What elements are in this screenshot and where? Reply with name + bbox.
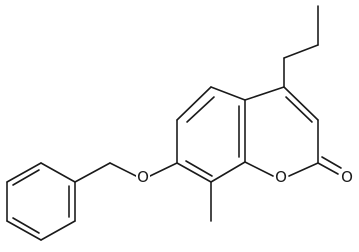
bond <box>6 162 42 183</box>
bond <box>176 86 212 121</box>
propyl-chain <box>283 5 319 88</box>
bond <box>40 220 76 241</box>
atom-label: O <box>341 168 353 186</box>
double-bond-inner <box>186 96 215 123</box>
bond <box>40 162 76 183</box>
bond <box>6 220 42 241</box>
benzyloxy-linker <box>74 162 178 183</box>
atom-label: O <box>137 168 149 186</box>
bond <box>288 162 319 177</box>
bond <box>210 86 246 101</box>
atom-ring-oxygen: O <box>274 168 288 186</box>
bond <box>149 162 178 177</box>
double-bond-inner <box>185 160 213 177</box>
bond <box>74 162 111 183</box>
atom-labels: O O O <box>136 168 354 186</box>
benzo-ring <box>176 86 246 183</box>
phenyl-ring <box>6 162 76 241</box>
atom-carbonyl-oxygen: O <box>340 168 354 186</box>
bond <box>283 86 319 121</box>
bond <box>176 162 212 183</box>
carbonyl-group <box>317 156 342 175</box>
double-bond-inner <box>12 169 40 186</box>
double-bond-inner <box>321 156 342 169</box>
atom-label: O <box>275 168 287 186</box>
bond <box>244 161 274 177</box>
pyrone-ring <box>244 86 319 177</box>
bond <box>109 162 137 177</box>
atom-ether-oxygen: O <box>136 168 150 186</box>
double-bond-inner <box>285 96 313 123</box>
bond <box>210 161 246 183</box>
double-bond-inner <box>12 217 40 234</box>
bond <box>317 162 339 175</box>
bond <box>244 86 285 101</box>
bond <box>283 44 319 59</box>
